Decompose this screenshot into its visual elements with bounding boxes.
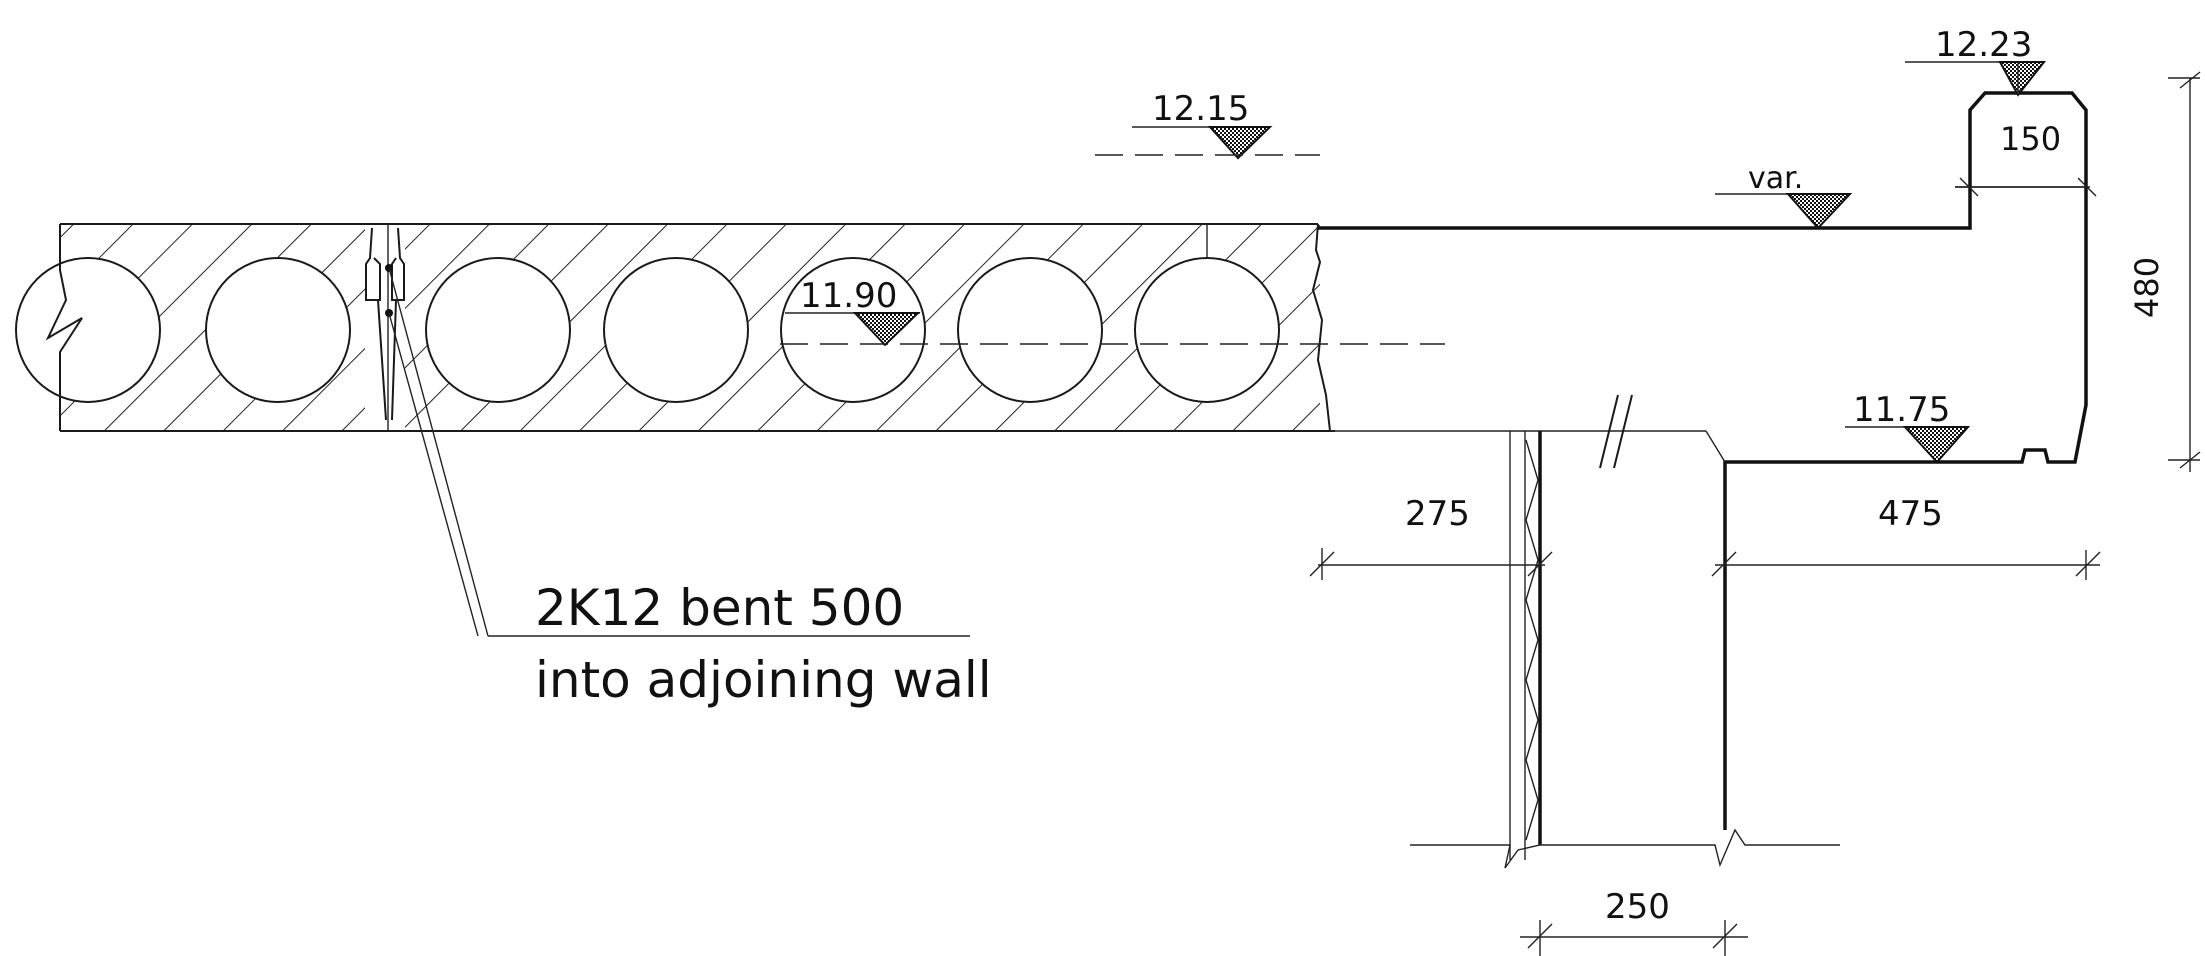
dimension-wall-thickness: 250 xyxy=(1520,887,1748,956)
edge-beam xyxy=(1318,91,2088,869)
level-marker-upper: 12.15 xyxy=(1095,89,1320,160)
dim-kerb-height: 480 xyxy=(2128,257,2166,318)
dimension-kerb-height: 480 xyxy=(2128,71,2201,472)
dim-kerb-width: 150 xyxy=(2000,120,2061,158)
level-soffit: 11.75 xyxy=(1853,390,1950,430)
level-marker-top-kerb: 12.23 xyxy=(1905,25,2047,97)
dimension-kerb-width: 150 xyxy=(1955,120,2097,197)
level-slab-mid: 11.90 xyxy=(800,276,897,316)
level-variable: var. xyxy=(1748,161,1803,196)
dim-wall-thickness: 250 xyxy=(1605,887,1670,927)
dim-right-overhang: 475 xyxy=(1878,494,1943,534)
dimension-right-overhang: 475 xyxy=(1711,494,2101,580)
dimension-left-overhang: 275 xyxy=(1309,494,1553,580)
level-top-kerb: 12.23 xyxy=(1935,25,2032,65)
dim-left-overhang: 275 xyxy=(1405,494,1470,534)
level-marker-variable: var. xyxy=(1715,161,1853,230)
level-marker-slab-mid: 11.90 xyxy=(785,276,921,347)
reinforcement-note: 2K12 bent 500 into adjoining wall xyxy=(385,264,992,709)
level-marker-soffit: 11.75 xyxy=(1845,390,1971,464)
note-line-1: 2K12 bent 500 xyxy=(535,579,904,637)
hollow-core-slab xyxy=(15,223,1335,432)
note-line-2: into adjoining wall xyxy=(535,651,992,709)
level-upper: 12.15 xyxy=(1152,89,1249,129)
